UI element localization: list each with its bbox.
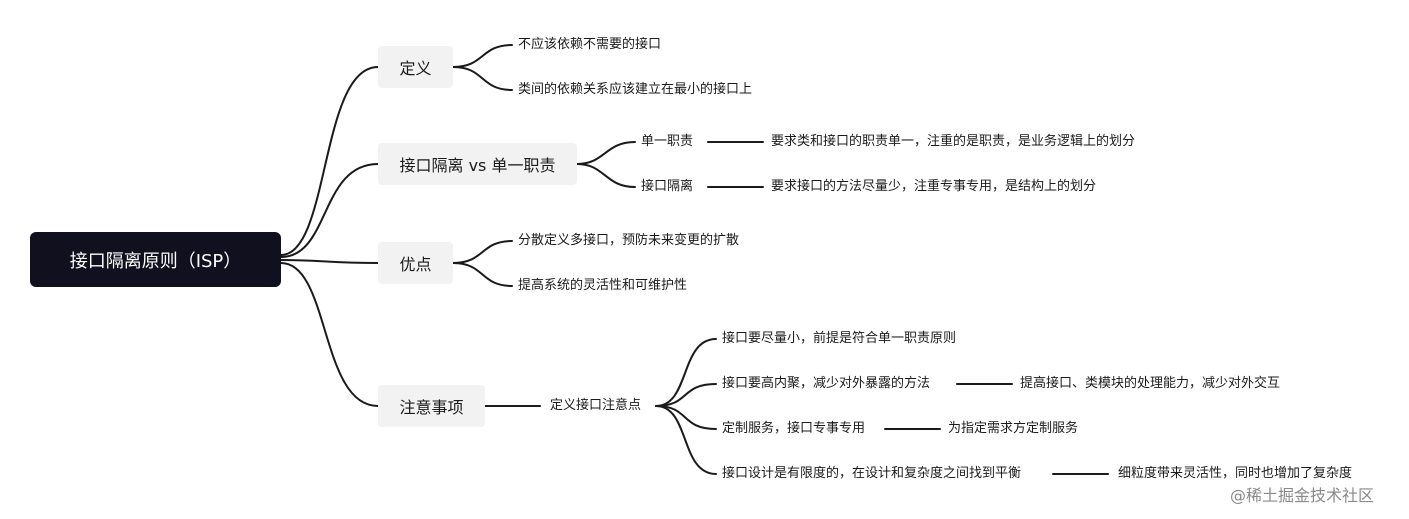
link-definition-1: [452, 44, 513, 68]
link-vs-1: [576, 141, 636, 165]
notes-child[interactable]: 定义接口注意点: [550, 398, 642, 413]
link-root-vs: [280, 163, 379, 258]
advantages-item-2[interactable]: 提高系统的灵活性和可维护性: [518, 278, 688, 293]
link-notes-3: [655, 405, 717, 430]
notes-item-1[interactable]: 接口要尽量小，前提是符合单一职责原则: [722, 331, 957, 346]
watermark: @稀土掘金技术社区: [1230, 486, 1375, 505]
notes-item-4-detail[interactable]: 细粒度带来灵活性，同时也增加了复杂度: [1118, 466, 1353, 481]
link-root-advantages: [280, 259, 379, 264]
link-definition-2: [452, 66, 513, 91]
notes-item-2-detail[interactable]: 提高接口、类模块的处理能力，减少对外交互: [1020, 376, 1281, 391]
link-notes-4: [655, 405, 717, 475]
link-notes-2: [655, 383, 717, 407]
definition-item-1[interactable]: 不应该依赖不需要的接口: [518, 37, 662, 52]
vs-item-srp-detail[interactable]: 要求类和接口的职责单一，注重的是职责，是业务逻辑上的划分: [771, 134, 1136, 149]
link-advantages-1: [452, 240, 513, 264]
vs-item-isp[interactable]: 接口隔离: [641, 179, 694, 194]
advantages-item-1[interactable]: 分散定义多接口，预防未来变更的扩散: [518, 233, 740, 248]
topic-vs[interactable]: 接口隔离 vs 单一职责: [378, 143, 577, 185]
notes-item-3[interactable]: 定制服务，接口专事专用: [722, 421, 866, 436]
link-root-definition: [280, 66, 379, 256]
vs-item-srp[interactable]: 单一职责: [641, 134, 694, 149]
root-node[interactable]: 接口隔离原则（ISP）: [30, 232, 281, 287]
notes-item-3-detail[interactable]: 为指定需求方定制服务: [948, 421, 1079, 436]
topic-definition[interactable]: 定义: [378, 46, 453, 88]
link-root-notes: [280, 262, 379, 407]
topic-advantages[interactable]: 优点: [378, 242, 453, 284]
topic-notes[interactable]: 注意事项: [378, 385, 485, 427]
vs-item-isp-detail[interactable]: 要求接口的方法尽量少，注重专事专用，是结构上的划分: [771, 179, 1097, 194]
link-vs-2: [576, 163, 636, 188]
notes-item-2[interactable]: 接口要高内聚，减少对外暴露的方法: [722, 376, 931, 391]
notes-item-4[interactable]: 接口设计是有限度的，在设计和复杂度之间找到平衡: [722, 466, 1022, 481]
link-advantages-2: [452, 262, 513, 287]
link-notes-1: [655, 338, 717, 407]
definition-item-2[interactable]: 类间的依赖关系应该建立在最小的接口上: [518, 82, 753, 97]
